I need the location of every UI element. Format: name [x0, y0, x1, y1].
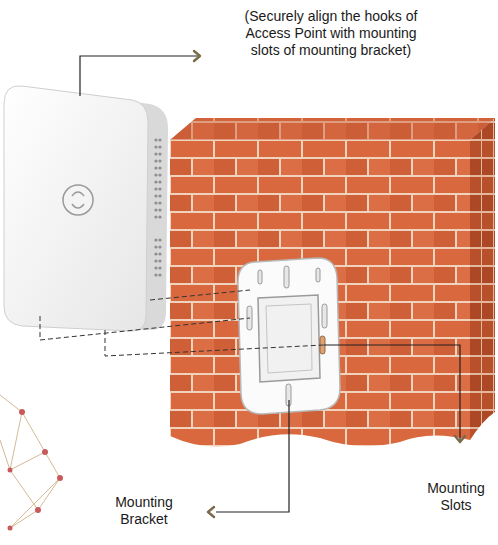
network-dots — [8, 409, 64, 531]
leader-arrowheads — [194, 51, 465, 517]
brick-wall — [170, 118, 495, 447]
leader-lines — [80, 56, 460, 512]
instruction-note: (Securely align the hooks of Access Poin… — [240, 8, 422, 59]
mounting-bracket — [238, 258, 340, 414]
alignment-guides — [40, 290, 324, 356]
access-point — [4, 86, 168, 331]
part-label: Mounting Bracket — [106, 494, 182, 528]
part-label: Mounting Slots — [418, 480, 494, 514]
network-decoration — [0, 395, 60, 528]
